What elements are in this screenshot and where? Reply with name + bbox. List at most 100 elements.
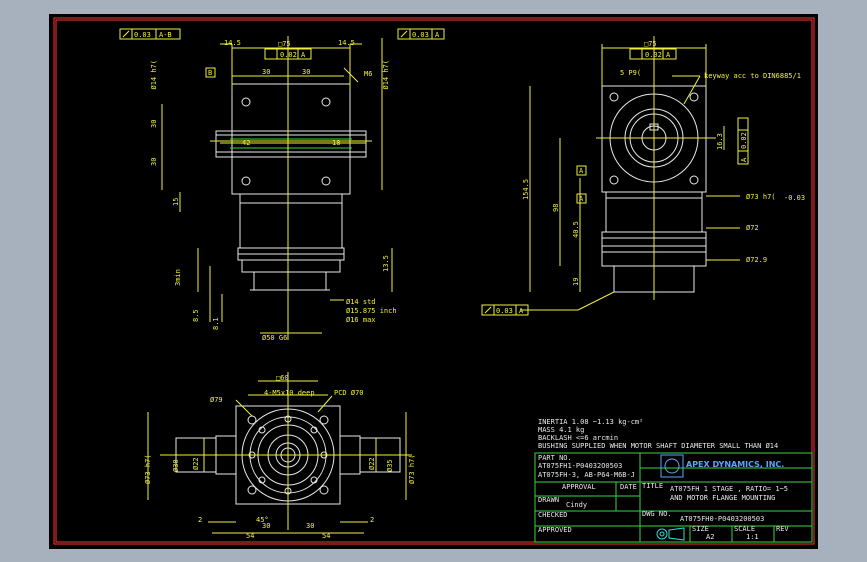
svg-text:30: 30 xyxy=(302,68,310,76)
svg-text:16.3: 16.3 xyxy=(716,133,724,150)
svg-text:14.5: 14.5 xyxy=(224,39,241,47)
svg-text:APPROVAL: APPROVAL xyxy=(562,483,596,491)
drawing-frame: 0.03 A-B 0.03 A 0.02 A □75 14.5 14.5 B 3… xyxy=(49,14,818,549)
fcf-top-left: 0.03 A-B xyxy=(119,28,181,40)
svg-text:30: 30 xyxy=(150,158,158,166)
bolt-hole xyxy=(689,175,699,185)
front-body xyxy=(239,193,343,249)
svg-text:BUSHING SUPPLIED WHEN MOTOR SH: BUSHING SUPPLIED WHEN MOTOR SHAFT DIAMET… xyxy=(538,442,778,450)
svg-text:□75: □75 xyxy=(644,40,657,48)
svg-text:keyway acc to DIN6885/1: keyway acc to DIN6885/1 xyxy=(704,72,801,80)
fcf-tol: 0.03 xyxy=(134,31,151,39)
svg-text:19: 19 xyxy=(572,278,580,286)
svg-text:A: A xyxy=(740,157,748,162)
bolt-hole xyxy=(241,176,251,186)
bolt-hole xyxy=(247,415,257,425)
svg-text:APPROVED: APPROVED xyxy=(538,526,572,534)
svg-text:AT075FH 1 STAGE , RATIO= 1~5: AT075FH 1 STAGE , RATIO= 1~5 xyxy=(670,485,788,493)
svg-text:45°: 45° xyxy=(256,516,269,524)
svg-text:Ø73 h7(: Ø73 h7( xyxy=(746,193,776,201)
bolt-hole xyxy=(321,176,331,186)
svg-text:54: 54 xyxy=(246,532,254,540)
svg-text:42: 42 xyxy=(242,139,250,147)
bottom-view xyxy=(147,372,412,534)
svg-text:Cindy: Cindy xyxy=(566,501,587,509)
svg-text:AND MOTOR FLANGE MOUNTING: AND MOTOR FLANGE MOUNTING xyxy=(670,494,775,502)
fcf-tol: 0.03 xyxy=(412,31,429,39)
border-outer xyxy=(53,17,815,545)
notes: INERTIA 1.08 ~1.13 kg-cm² MASS 4.1 kg BA… xyxy=(538,418,778,450)
svg-text:AT075FH1-P04032O0503: AT075FH1-P04032O0503 xyxy=(538,462,622,470)
svg-text:Ø50 G6: Ø50 G6 xyxy=(262,334,287,342)
cad-drawing: 0.03 A-B 0.03 A 0.02 A □75 14.5 14.5 B 3… xyxy=(53,17,815,545)
svg-text:4-M5x10 deep: 4-M5x10 deep xyxy=(264,389,315,397)
bolt-hole xyxy=(609,175,619,185)
svg-text:INERTIA 1.08 ~1.13 kg-cm²: INERTIA 1.08 ~1.13 kg-cm² xyxy=(538,418,643,426)
svg-text:SCALE: SCALE xyxy=(734,525,755,533)
title-block: PART NO. AT075FH1-P04032O0503 AT075FH-3,… xyxy=(534,452,813,543)
svg-text:A2: A2 xyxy=(706,533,714,541)
svg-text:TITLE: TITLE xyxy=(642,482,663,490)
svg-text:0.03: 0.03 xyxy=(496,307,513,315)
bolt-hole xyxy=(609,92,619,102)
svg-text:□60: □60 xyxy=(276,374,289,382)
svg-text:18: 18 xyxy=(332,139,340,147)
svg-text:8.1: 8.1 xyxy=(212,317,220,330)
svg-text:Ø14 h7(: Ø14 h7( xyxy=(150,60,158,90)
front-flange xyxy=(215,130,367,158)
svg-text:Ø16 max: Ø16 max xyxy=(346,316,376,324)
svg-text:A: A xyxy=(666,51,671,59)
svg-text:REV: REV xyxy=(776,525,789,533)
svg-text:SIZE: SIZE xyxy=(692,525,709,533)
front-view xyxy=(161,36,393,340)
svg-text:8.5: 8.5 xyxy=(192,309,200,322)
svg-text:MASS 4.1 kg: MASS 4.1 kg xyxy=(538,426,584,434)
svg-text:Ø15.875 inch: Ø15.875 inch xyxy=(346,307,397,315)
svg-text:30: 30 xyxy=(150,120,158,128)
svg-text:-0.03: -0.03 xyxy=(784,194,805,202)
fcf-bottom-left: 0.03 A xyxy=(481,304,529,316)
svg-text:154.5: 154.5 xyxy=(522,179,530,200)
svg-text:0.02: 0.02 xyxy=(280,51,297,59)
svg-text:AT075FH-3, AB-P64-M6B-J: AT075FH-3, AB-P64-M6B-J xyxy=(538,471,635,479)
fcf-side-vertical: 0.02 A xyxy=(737,117,749,165)
front-shaft-boss xyxy=(253,271,327,291)
border-inner xyxy=(55,19,813,543)
fcf-side-top: 0.02 A □75 xyxy=(629,40,677,60)
svg-text:0.02: 0.02 xyxy=(740,132,748,149)
svg-text:2: 2 xyxy=(198,516,202,524)
company-name: APEX DYNAMICS, INC. xyxy=(686,460,784,469)
side-view xyxy=(520,36,740,311)
svg-text:A: A xyxy=(519,307,524,315)
svg-text:30: 30 xyxy=(262,522,270,530)
svg-text:BACKLASH <=6 arcmin: BACKLASH <=6 arcmin xyxy=(538,434,618,442)
svg-text:Ø14 std: Ø14 std xyxy=(346,298,376,306)
svg-text:5 P9(: 5 P9( xyxy=(620,69,641,77)
svg-text:Ø14 h7(: Ø14 h7( xyxy=(382,60,390,90)
svg-text:A: A xyxy=(579,167,584,175)
svg-text:13.5: 13.5 xyxy=(382,255,390,272)
svg-text:Ø73 h7(: Ø73 h7( xyxy=(144,454,152,484)
svg-text:Ø72: Ø72 xyxy=(746,224,759,232)
svg-text:DRAWN: DRAWN xyxy=(538,496,559,504)
bolt-hole xyxy=(319,485,329,495)
bolt-hole xyxy=(319,415,329,425)
svg-text:DATE: DATE xyxy=(620,483,637,491)
fcf-top-right: 0.03 A xyxy=(397,28,445,40)
svg-text:M6: M6 xyxy=(364,70,372,78)
svg-text:B: B xyxy=(208,69,212,77)
fcf-top-center: 0.02 A □75 xyxy=(264,40,312,60)
fcf-datum: A xyxy=(435,31,440,39)
svg-text:14.5: 14.5 xyxy=(338,39,355,47)
svg-text:□75: □75 xyxy=(278,40,291,48)
svg-text:2: 2 xyxy=(370,516,374,524)
svg-text:54: 54 xyxy=(322,532,330,540)
company-logo xyxy=(660,454,684,478)
svg-text:Ø22: Ø22 xyxy=(368,457,376,470)
bolt-hole xyxy=(247,485,257,495)
svg-text:30: 30 xyxy=(306,522,314,530)
svg-text:Ø35: Ø35 xyxy=(386,459,394,472)
svg-text:40.5: 40.5 xyxy=(572,221,580,238)
svg-text:PCD Ø70: PCD Ø70 xyxy=(334,389,364,397)
svg-text:Ø22: Ø22 xyxy=(192,457,200,470)
